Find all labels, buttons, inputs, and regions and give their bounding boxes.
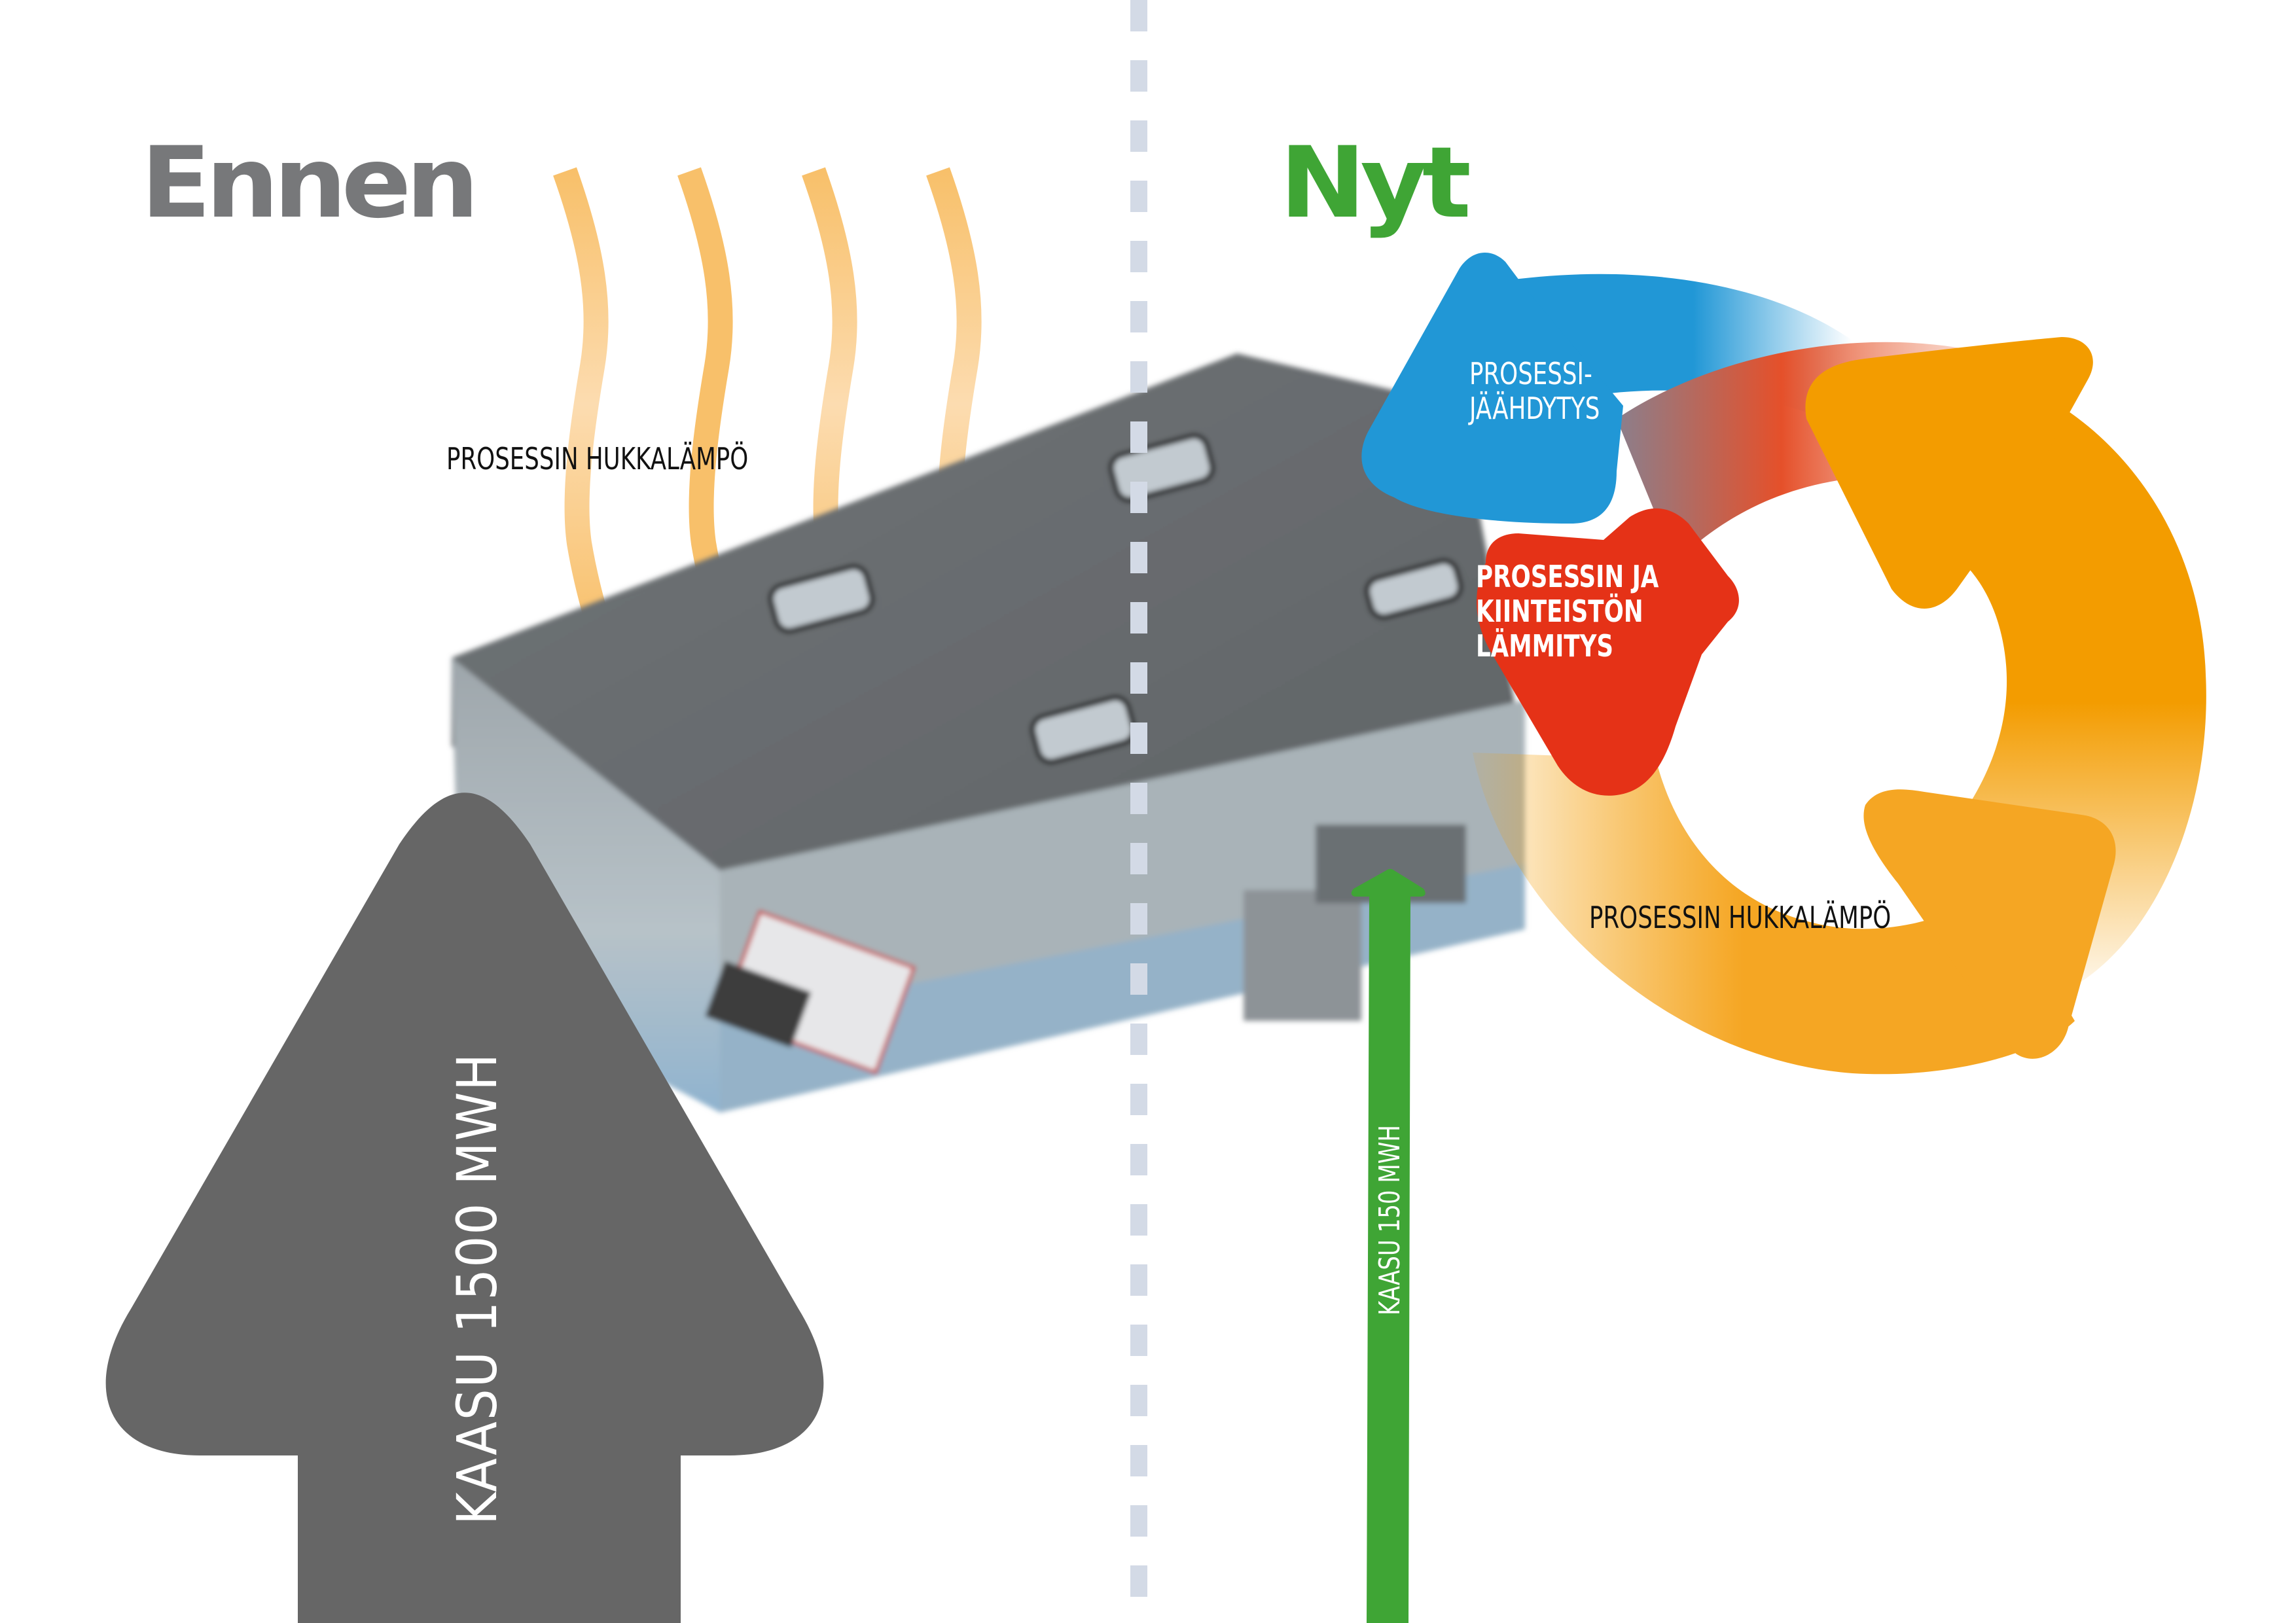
gas-arrow-before [105, 793, 824, 1623]
cooling-label: PROSESSI- JÄÄHDYTYS [1469, 357, 1600, 426]
gas-now-label: KAASU 150 MWH [1373, 1124, 1407, 1315]
cooling-label-line1: PROSESSI- [1469, 356, 1592, 391]
now-title: Nyt [1280, 126, 1471, 240]
heating-label-line1: PROSESSIN JA [1476, 559, 1659, 594]
energy-cycle-diagram [1361, 253, 2206, 1075]
before-waste-heat-label: PROSESSIN HUKKALÄMPÖ [446, 441, 749, 476]
cooling-arrowhead [1361, 253, 1623, 524]
heating-label-line2: KIINTEISTÖN [1476, 593, 1643, 629]
waste-heat-arc-bottom [1473, 753, 2075, 1075]
heat-wave [553, 167, 615, 642]
factory-building-image [452, 353, 1525, 1113]
heating-label: PROSESSIN JA KIINTEISTÖN LÄMMITYS [1476, 560, 1659, 664]
heating-arrowhead [1477, 508, 1739, 796]
waste-heat-arrowhead-bottom [1863, 789, 2116, 1059]
gas-before-label: KAASU 1500 MWH [445, 1052, 509, 1525]
cooling-label-line2: JÄÄHDYTYS [1469, 390, 1600, 426]
before-title: Ennen [141, 126, 479, 240]
now-waste-heat-label: PROSESSIN HUKKALÄMPÖ [1589, 900, 1892, 935]
gas-arrow-now [1351, 868, 1426, 1623]
waste-heat-arrowhead-top [1805, 337, 2093, 609]
heating-label-line3: LÄMMITYS [1476, 628, 1614, 664]
